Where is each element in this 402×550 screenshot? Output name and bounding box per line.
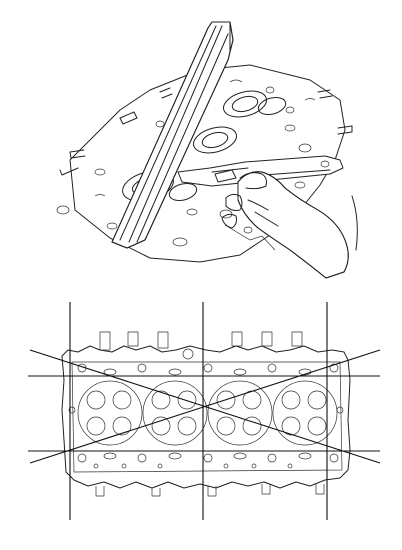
feeler-gauge	[177, 155, 344, 187]
straightedge	[111, 21, 234, 249]
cylinder-head-top-view	[61, 331, 351, 497]
measurement-lines	[28, 302, 381, 520]
bottom-illustration	[28, 302, 381, 520]
top-illustration	[56, 21, 358, 279]
hand	[221, 171, 358, 279]
diagonal-line-up	[29, 349, 381, 464]
